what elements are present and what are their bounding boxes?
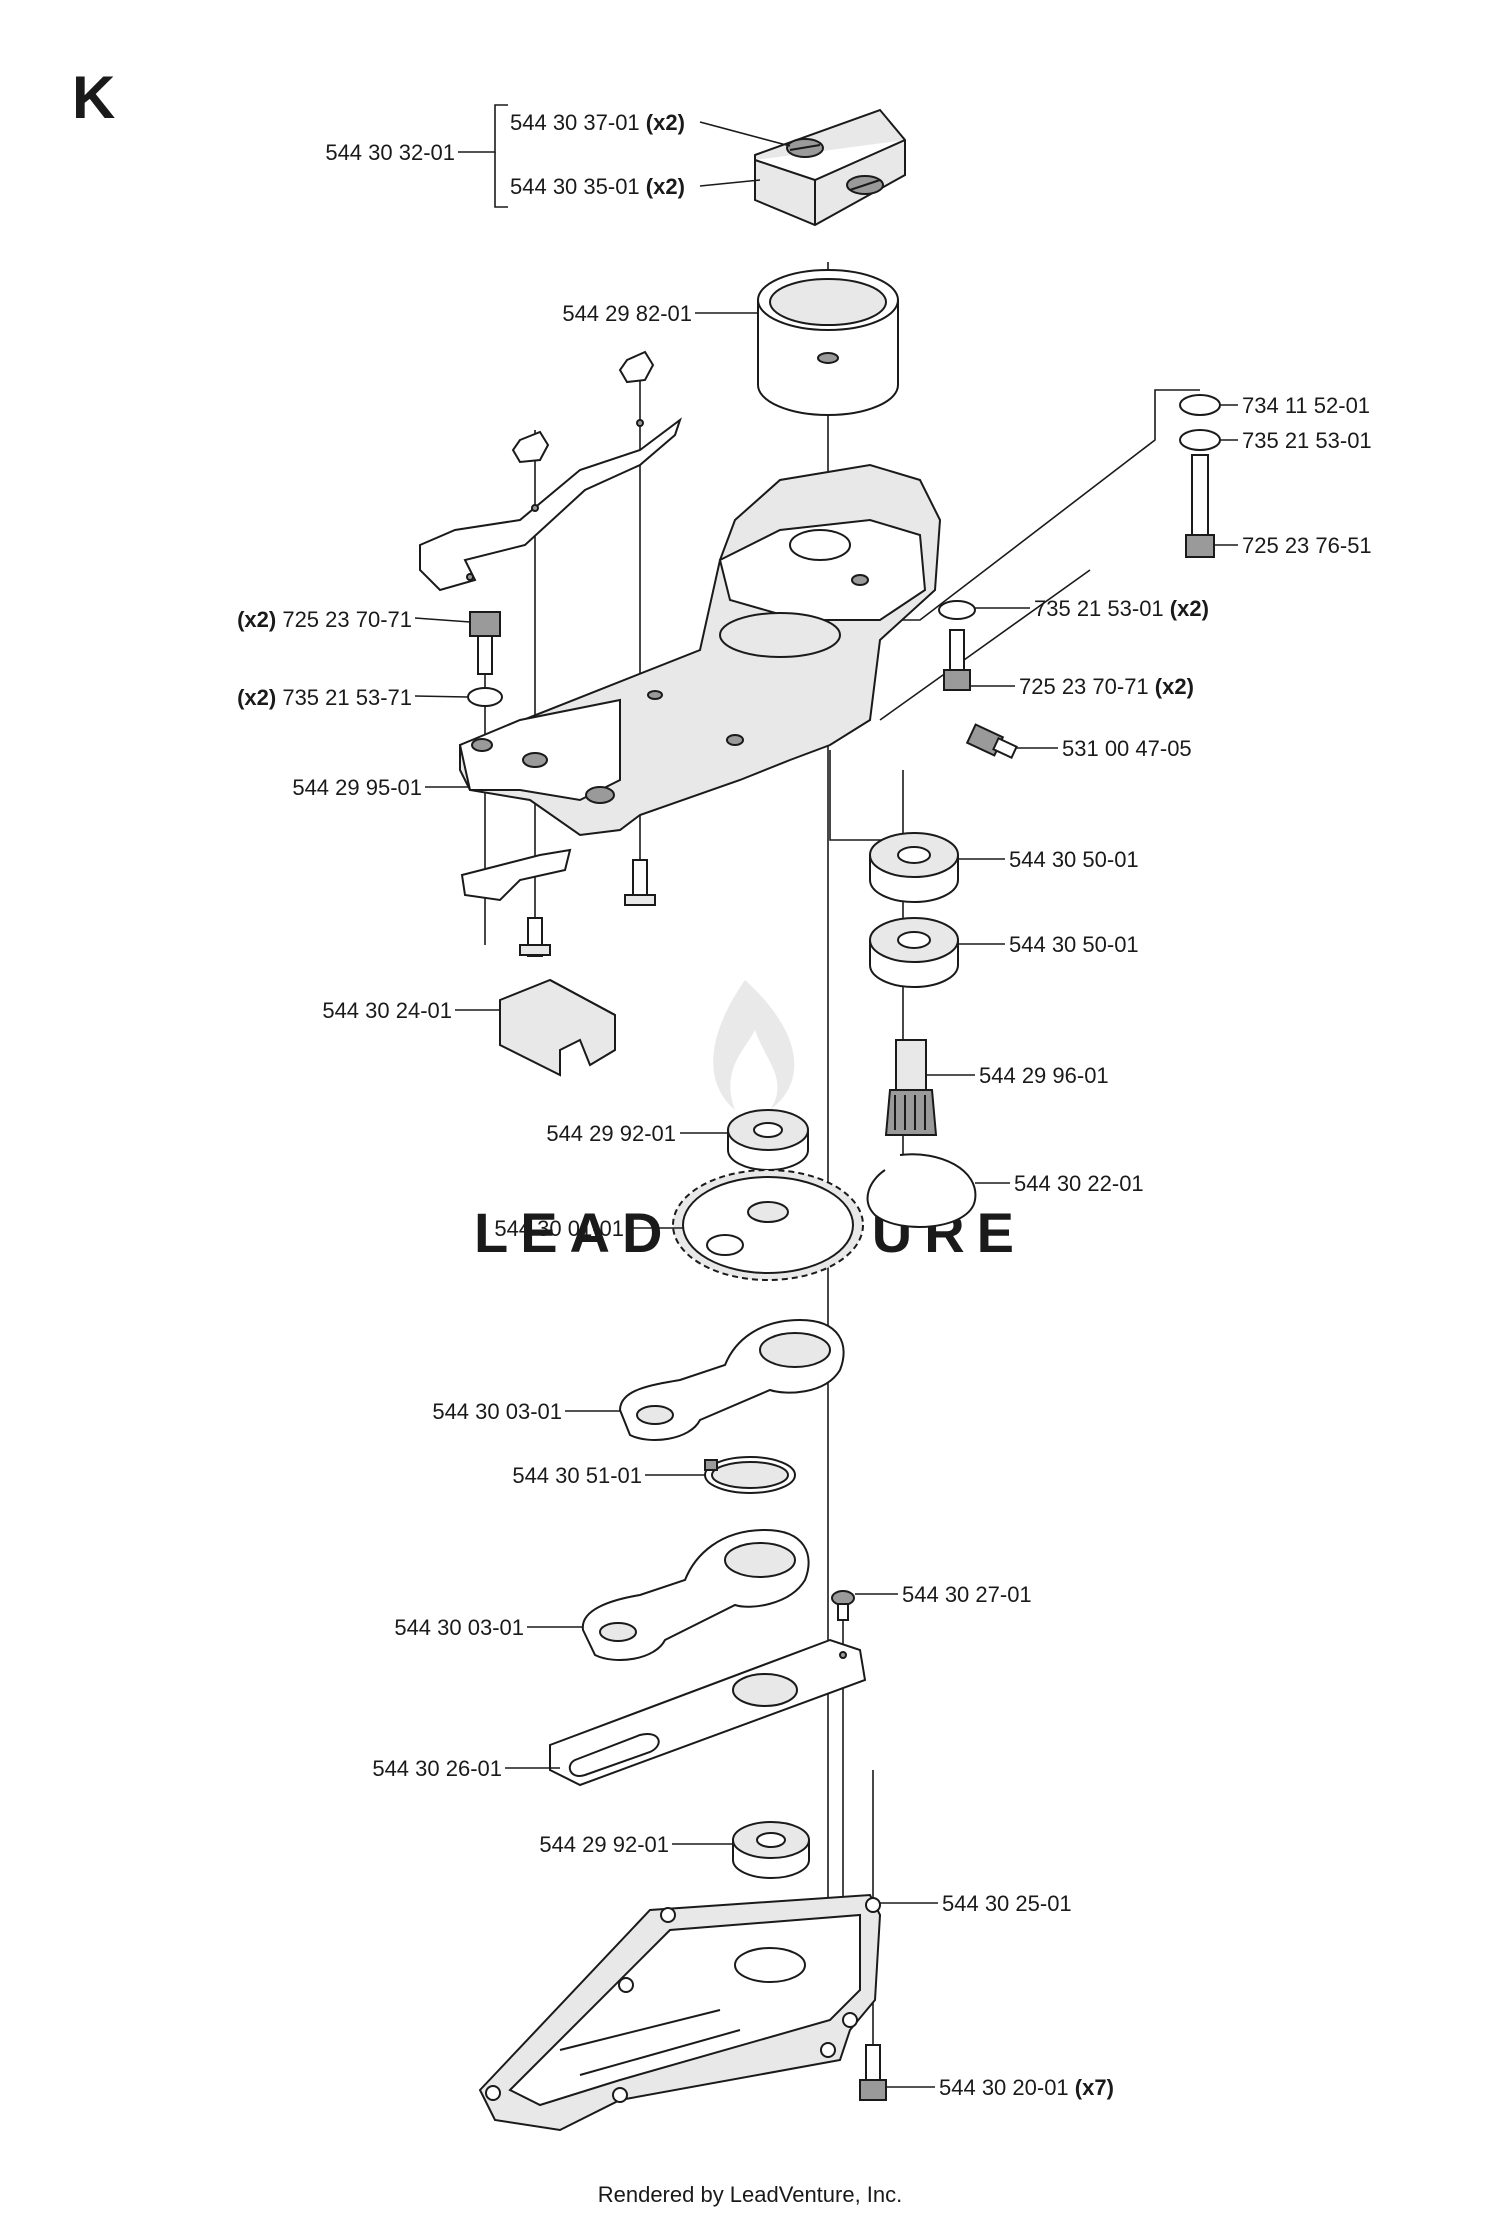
small-screw [831,1590,855,1621]
connecting-rod-2 [581,1528,810,1661]
label-screw-a: 725 23 76-51 [1242,533,1372,558]
label-grease-nipple: 531 00 47-05 [1062,736,1192,761]
label-gear-wheel: 544 30 01-01 [494,1216,624,1241]
label-washer-left: (x2) 735 21 53-71 [237,685,412,710]
label-bearing-gear-top: 544 29 92-01 [546,1121,676,1146]
label-clutch-drum: 544 29 82-01 [562,301,692,326]
label-washer-b: 735 21 53-01 [1242,428,1372,453]
label-cover-screw: 544 30 20-01 (x7) [939,2075,1114,2100]
circlip [866,1153,977,1228]
label-connecting-rod-1: 544 30 03-01 [432,1399,562,1424]
washer-left [467,687,503,707]
mounting-bracket [419,417,682,592]
label-clutch-shoe-number: 544 30 35-01 [510,174,640,199]
label-clutch-spring-number: 544 30 37-01 [510,110,640,135]
label-washer-a: 734 11 52-01 [1242,393,1370,418]
label-damper: 544 30 24-01 [322,998,452,1023]
screw-right-short [943,629,971,691]
label-spacer-ring: 544 30 51-01 [512,1463,642,1488]
washer-right-top [1179,394,1221,416]
screw [624,859,656,906]
bearing-upper-1 [869,832,959,903]
label-clutch-shoe: 544 30 35-01 (x2) [510,174,685,199]
leader-lines [414,104,1238,2088]
clutch-shoe-assembly [754,108,906,227]
label-screw-right-number: 725 23 70-71 [1019,674,1149,699]
washer-right-small [938,600,976,620]
bearing-upper-2 [869,917,959,988]
step-line-middle [879,569,1091,721]
label-clutch-spring-qty: (x2) [646,110,685,135]
cover [478,1893,882,2132]
label-washer-right-qty: (x2) [1170,596,1209,621]
connecting-rod-1 [618,1318,845,1441]
label-connecting-rod-2: 544 30 03-01 [394,1615,524,1640]
washer-right-mid [1179,429,1221,451]
label-gear-housing: 544 29 95-01 [292,775,422,800]
cover-screw [859,2044,887,2101]
clutch-drum [757,269,899,416]
label-screw-right: 725 23 70-71 (x2) [1019,674,1194,699]
label-cover-screw-number: 544 30 20-01 [939,2075,1069,2100]
screw-left [469,611,501,675]
hex-nut [511,430,550,464]
gear-housing [458,463,942,837]
bracket-plate [460,848,572,902]
step-line-upper [885,389,1200,621]
label-pinion: 544 29 96-01 [979,1063,1109,1088]
spacer-ring [704,1456,796,1494]
label-guide-plate: 544 30 26-01 [372,1756,502,1781]
label-screw-left-qty: (x2) [237,607,276,632]
pinion [884,1039,938,1136]
gear-wheel [672,1169,864,1281]
label-clutch-assy: 544 30 32-01 [325,140,455,165]
damper-block [499,978,616,1077]
section-letter: K [72,64,115,131]
grease-nipple [965,723,1018,759]
screw-right-long [1185,454,1215,558]
label-washer-right-number: 735 21 53-01 [1034,596,1164,621]
part-labels: 544 30 32-01 544 30 37-01 (x2) 544 30 35… [237,110,1372,2100]
screw [519,917,551,957]
label-clutch-shoe-qty: (x2) [646,174,685,199]
label-washer-left-number: 735 21 53-71 [282,685,412,710]
label-bearing-upper-2: 544 30 50-01 [1009,932,1139,957]
bearing-gear-bottom [732,1821,810,1879]
label-bearing-gear-bottom: 544 29 92-01 [539,1832,669,1857]
label-washer-left-qty: (x2) [237,685,276,710]
footer-credit: Rendered by LeadVenture, Inc. [598,2182,903,2207]
bearing-gear-top [727,1109,809,1171]
label-cover-screw-qty: (x7) [1075,2075,1114,2100]
label-washer-right: 735 21 53-01 (x2) [1034,596,1209,621]
label-clutch-spring: 544 30 37-01 (x2) [510,110,685,135]
label-screw-left-number: 725 23 70-71 [282,607,412,632]
guide-plate [549,1638,867,1787]
label-screw-left: (x2) 725 23 70-71 [237,607,412,632]
hex-nut [618,350,655,384]
label-circlip: 544 30 22-01 [1014,1171,1144,1196]
label-screw-right-qty: (x2) [1155,674,1194,699]
label-screw-small: 544 30 27-01 [902,1582,1032,1607]
watermark-flame-icon [713,980,795,1110]
label-cover: 544 30 25-01 [942,1891,1072,1916]
label-bearing-upper-1: 544 30 50-01 [1009,847,1139,872]
